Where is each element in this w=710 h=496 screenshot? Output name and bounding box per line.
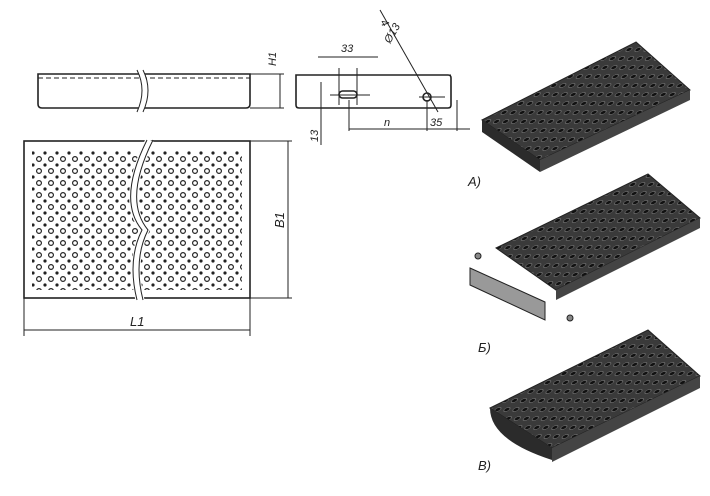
dim-edge-offset-label: 35 xyxy=(430,117,443,129)
end-view: 33 4 Ø13 13 n 35 xyxy=(295,9,470,145)
variant-a-label: А) xyxy=(467,174,481,189)
dim-slot-spacing-label: 33 xyxy=(341,43,354,55)
variant-c-step: В) xyxy=(478,329,701,473)
variant-b-step: Б) xyxy=(469,173,701,355)
variant-c-label: В) xyxy=(478,458,491,473)
dim-length-label: L1 xyxy=(130,314,144,329)
dim-hole-count-label: 4 xyxy=(377,18,390,29)
dim-hole-pitch-label: n xyxy=(384,117,390,129)
side-view: H1 xyxy=(37,52,284,114)
variant-b-label: Б) xyxy=(478,340,491,355)
dim-width-label: B1 xyxy=(272,212,287,228)
dim-height-label: H1 xyxy=(267,52,279,66)
variant-a-step: А) xyxy=(467,41,691,189)
plan-view: B1 L1 xyxy=(23,137,292,336)
dim-slot-height-label: 13 xyxy=(309,129,321,142)
